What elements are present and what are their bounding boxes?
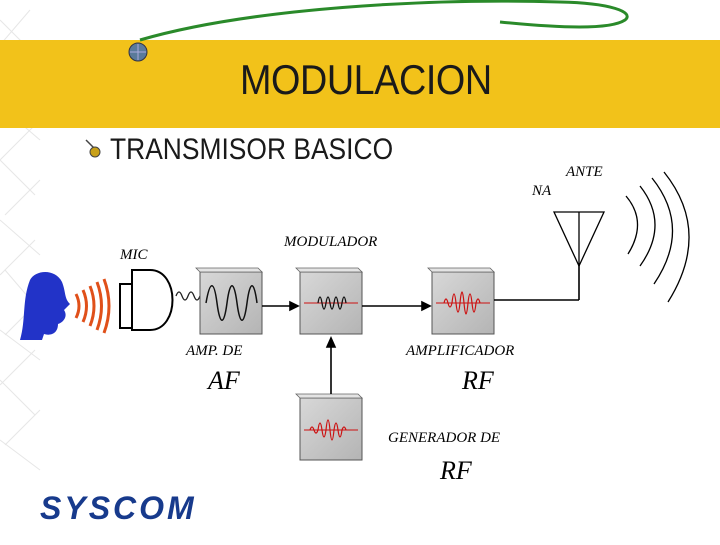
slide-title: MODULACION <box>240 56 492 103</box>
rf-amplifier-label-line1: AMPLIFICADOR <box>406 343 515 359</box>
rf-generator-block <box>295 393 363 461</box>
modulator-label: MODULADOR <box>284 234 378 250</box>
rf-generator-label-line1: GENERADOR DE <box>388 430 501 446</box>
slide-subtitle: TRANSMISOR BASICO <box>110 133 394 166</box>
mic-signal-wave <box>175 291 201 301</box>
antenna-label-line1: ANTE <box>566 164 603 180</box>
modulated-waveform <box>317 296 347 310</box>
syscom-logo: SYSCOM <box>40 490 197 526</box>
af-amplifier-label-line1: AMP. DE <box>186 343 243 359</box>
bullet-icon <box>85 139 101 158</box>
af-amplifier-label-line2: AF <box>208 366 240 395</box>
sound-waves-icon <box>74 278 111 334</box>
title-banner <box>0 40 720 128</box>
radio-waves-icon <box>625 171 690 303</box>
af-amplifier-block <box>195 267 263 335</box>
rf-amplifier-block <box>427 267 495 335</box>
microphone-label: MIC <box>120 247 148 263</box>
rf-amplifier-label-line2: RF <box>462 366 494 395</box>
antenna-icon <box>552 211 606 268</box>
modulator-block <box>295 267 363 335</box>
rf-amplified-waveform <box>443 291 481 315</box>
signal-connections <box>262 264 580 394</box>
swoosh-decoration <box>139 0 629 42</box>
antenna-label-line2: NA <box>532 183 552 199</box>
rf-generator-label-line2: RF <box>440 456 472 485</box>
head-icon <box>20 272 70 340</box>
af-waveform <box>205 285 258 321</box>
microphone-icon <box>119 269 174 331</box>
rf-carrier-waveform <box>309 419 347 441</box>
